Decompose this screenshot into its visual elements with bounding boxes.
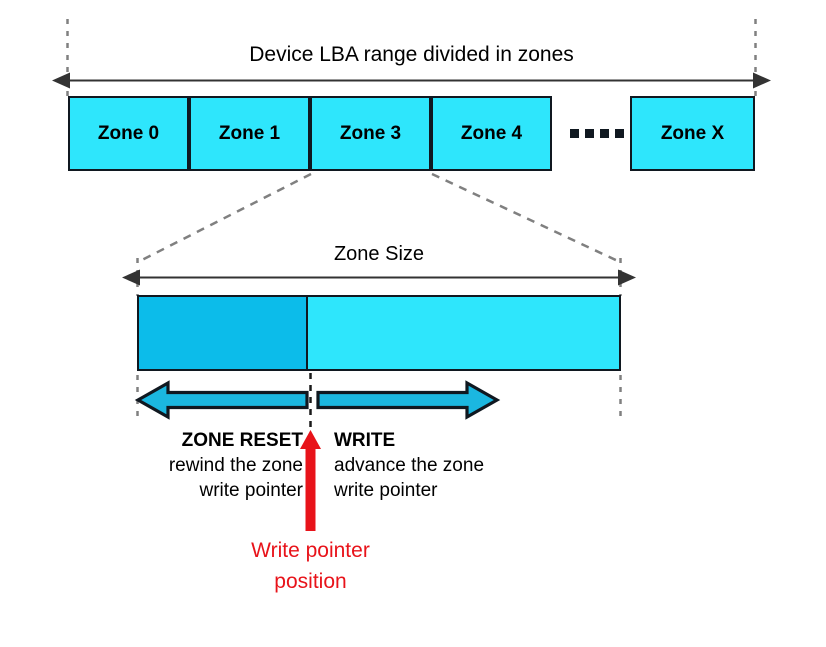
zone-box-label: Zone 0	[97, 122, 160, 144]
zone-size-label: Zone Size	[333, 243, 425, 265]
zone-reset-caption: ZONE RESET rewind the zone write pointer	[60, 429, 303, 503]
write-heading: WRITE	[334, 430, 396, 451]
zone-box-1[interactable]: Zone 1	[189, 96, 310, 171]
zone-box-label: Zone 3	[339, 122, 402, 144]
write-pointer-caption-line2: position	[274, 570, 347, 593]
zone-reset-line1: rewind the zone	[168, 455, 303, 476]
write-pointer-arrow	[300, 430, 321, 531]
zone-box-label: Zone 4	[460, 122, 523, 144]
write-line1: advance the zone	[334, 455, 485, 476]
write-pointer-caption-line1: Write pointer	[251, 539, 370, 562]
write-line2: write pointer	[334, 480, 438, 501]
write-caption: WRITE advance the zone write pointer	[334, 429, 594, 503]
zone-box-3[interactable]: Zone 3	[310, 96, 431, 171]
ellipsis-dot	[570, 129, 579, 138]
zone-box-x[interactable]: Zone X	[630, 96, 755, 171]
zone-detail-bar[interactable]	[137, 295, 621, 371]
zone-box-label: Zone 1	[218, 122, 281, 144]
zone-written-region	[139, 297, 309, 369]
ellipsis-dot	[585, 129, 594, 138]
ellipsis-dot	[615, 129, 624, 138]
zone-reset-arrow	[134, 380, 309, 420]
write-pointer-caption: Write pointer position	[160, 535, 461, 597]
page-title: Device LBA range divided in zones	[249, 43, 574, 66]
write-arrow	[316, 380, 501, 420]
ellipsis-dot	[600, 129, 609, 138]
zone-reset-heading: ZONE RESET	[181, 430, 303, 451]
zoom-connector-left	[137, 172, 312, 264]
zone-reset-line2: write pointer	[199, 480, 304, 501]
zone-box-0[interactable]: Zone 0	[68, 96, 189, 171]
zoom-connector-right	[431, 172, 621, 264]
zone-box-label: Zone X	[660, 122, 725, 144]
zone-box-4[interactable]: Zone 4	[431, 96, 552, 171]
